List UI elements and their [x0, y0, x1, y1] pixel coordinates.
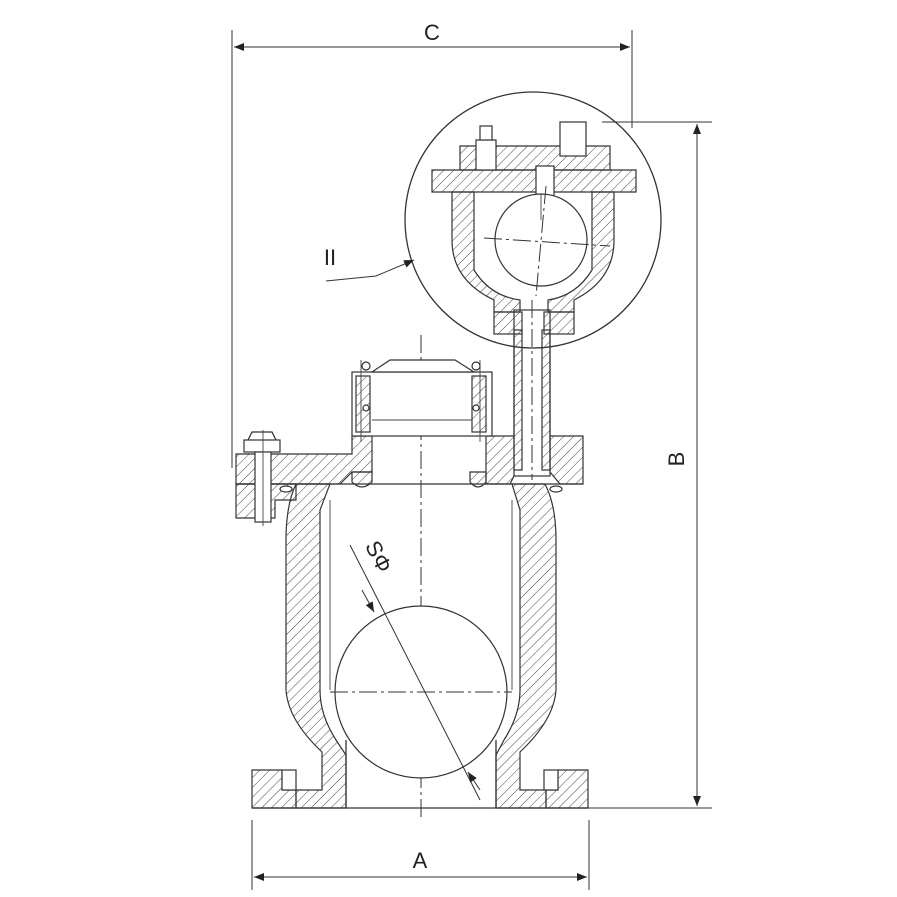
detail-ii-label: II [324, 245, 336, 270]
dimension-b-label: B [664, 452, 689, 467]
flange-bolt [243, 430, 281, 526]
dimension-b: B [560, 121, 712, 809]
upper-chamber [351, 359, 493, 442]
dimension-a-label: A [413, 848, 428, 873]
dimension-a: A [251, 820, 590, 890]
dimension-c-label: C [424, 20, 440, 45]
dimension-c: C [231, 20, 633, 468]
valve-body [251, 483, 589, 809]
sphere-diameter-label: SΦ [360, 537, 397, 577]
connecting-pipe [513, 300, 551, 480]
detail-ii-callout: II [324, 245, 415, 282]
detail-ii [404, 91, 662, 349]
